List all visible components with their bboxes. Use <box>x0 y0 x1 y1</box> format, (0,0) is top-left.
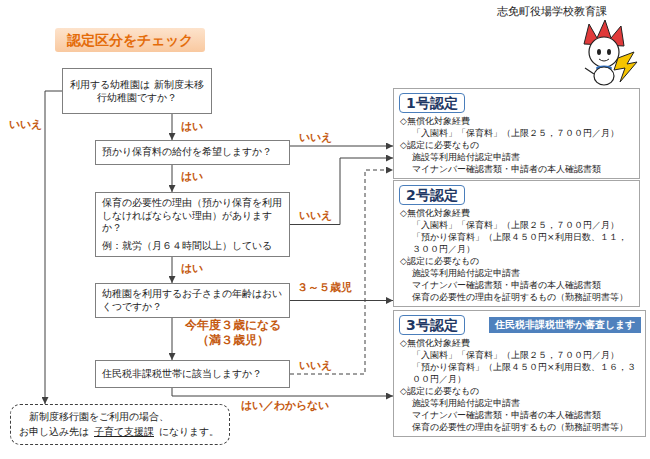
flow-arrow <box>172 318 173 360</box>
note-box: 新制度移行園をご利用の場合、お申し込み先は子育て支援課になります。 <box>10 404 230 445</box>
question-box: 住民税非課税世帯に該当しますか？ <box>95 360 290 388</box>
edge-label: ３～５歳児 <box>296 281 353 294</box>
node-text: 保育の必要性の理由（預かり保育を利用しなければならない理由）がありますか？ <box>102 197 283 235</box>
question-box: 幼稚園を利用するお子さまの年齢はおいくつですか？ <box>95 283 290 318</box>
node-text: 「入園料」「保育料」（上限２５，７００円／月） <box>400 349 641 361</box>
category-header: 3号認定 <box>399 315 465 335</box>
flow-arrow <box>290 300 393 301</box>
question-box: 利用する幼稚園は 新制度未移行幼稚園ですか？ <box>62 68 212 114</box>
edge-label: はい <box>180 170 204 183</box>
header-text: 3号認定 <box>406 317 458 333</box>
flow-arrow <box>172 388 393 396</box>
node-text: 住民税非課税世帯か審査します <box>495 319 635 331</box>
node-text: ◇認定に必要なもの <box>400 255 635 267</box>
node-text: 「入園料」「保育料」（上限２５，７００円／月） <box>400 127 635 139</box>
edge-label: 今年度３歳になる （満３歳児） <box>180 318 286 348</box>
node-text: 保育の必要性の理由を証明するもの（勤務証明書等） <box>400 291 635 303</box>
node-text: 施設等利用給付認定申請書 <box>400 267 635 279</box>
result-box: 1号認定 ◇無償化対象経費「入園料」「保育料」（上限２５，７００円／月）◇認定に必… <box>393 88 640 179</box>
flow-arrow <box>172 165 173 192</box>
category-header: 2号認定 <box>399 185 465 205</box>
node-text: 「預かり保育料」（上限４５０円×利用日数、１６，３００円／月） <box>400 361 641 385</box>
node-text: ◇無償化対象経費 <box>400 207 635 219</box>
node-text: ◇無償化対象経費 <box>400 115 635 127</box>
result-box: 3号認定 住民税非課税世帯か審査します ◇無償化対象経費「入園料」「保育料」（上限２… <box>393 310 646 437</box>
node-text: 預かり保育料の給付を希望しますか？ <box>102 146 283 159</box>
flow-arrow <box>290 158 393 225</box>
node-text: お申し込み先は <box>19 426 89 437</box>
node-text: 施設等利用給付認定申請書 <box>400 151 635 163</box>
header-text: 1号認定 <box>406 95 458 111</box>
node-text: 子育て支援課 <box>94 426 154 437</box>
node-text: 保育の必要性の理由を証明するもの（勤務証明書等） <box>400 421 641 433</box>
node-text: になります。 <box>159 426 219 437</box>
flow-arrow <box>172 257 173 283</box>
edge-label: いいえ <box>298 209 333 222</box>
edge-label: はい <box>180 262 204 275</box>
node-text: 「預かり保育料」（上限４５０円×利用日数、１１，３００円／月） <box>400 231 635 255</box>
node-text: 住民税非課税世帯に該当しますか？ <box>102 368 283 381</box>
node-text: マイナンバー確認書類・申請者の本人確認書類 <box>400 279 635 291</box>
node-text: 例：就労（月６４時間以上）している <box>102 240 283 253</box>
header-text: 2号認定 <box>406 187 458 203</box>
node-text: ◇認定に必要なもの <box>400 139 635 151</box>
flow-arrow <box>290 146 393 147</box>
edge-label: いいえ <box>298 359 333 372</box>
edge-label: いいえ <box>8 118 43 131</box>
node-text: マイナンバー確認書類・申請者の本人確認書類 <box>400 163 635 175</box>
department-label: 志免町役場学校教育課 <box>497 5 607 18</box>
node-text: 新制度移行園をご利用の場合、 <box>19 410 221 425</box>
node-text: 利用する幼稚園は 新制度未移行幼稚園ですか？ <box>69 78 205 104</box>
result-box: 2号認定 ◇無償化対象経費「入園料」「保育料」（上限２５，７００円／月）「預かり保… <box>393 180 640 307</box>
node-text: ◇認定に必要なもの <box>400 385 641 397</box>
flow-arrow <box>172 114 173 140</box>
title-banner: 認定区分をチェック <box>55 28 205 52</box>
node-text: 「入園料」「保育料」（上限２５，７００円／月） <box>400 219 635 231</box>
edge-label: はい／わからない <box>240 399 330 412</box>
edge-label: はい <box>180 120 204 133</box>
notice-band: 住民税非課税世帯か審査します <box>489 317 641 333</box>
question-box: 預かり保育料の給付を希望しますか？ <box>95 140 290 165</box>
node-text: 幼稚園を利用するお子さまの年齢はおいくつですか？ <box>102 288 283 313</box>
flow-arrow <box>45 91 62 404</box>
node-text: ◇無償化対象経費 <box>400 337 641 349</box>
edge-label: いいえ <box>298 131 333 144</box>
node-text: 施設等利用給付認定申請書 <box>400 397 641 409</box>
flow-arrow <box>290 170 393 374</box>
category-header: 1号認定 <box>399 93 465 113</box>
node-text: マイナンバー確認書類・申請者の本人確認書類 <box>400 409 641 421</box>
question-box: 保育の必要性の理由（預かり保育を利用しなければならない理由）がありますか？ 例：就… <box>95 192 290 257</box>
